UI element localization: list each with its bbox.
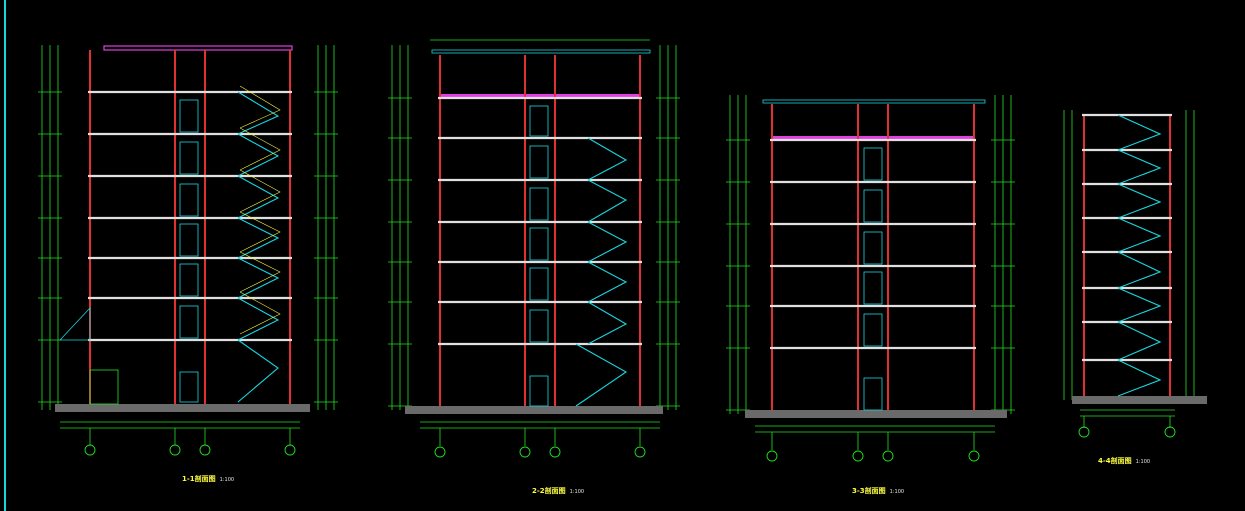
section-4-4-drawing (1063, 110, 1207, 438)
section-scale: 1:100 (1135, 459, 1151, 465)
section-scale: 1:100 (889, 489, 905, 495)
section-title: 3-3剖面图 (852, 487, 886, 495)
section-2-2-drawing (388, 39, 680, 458)
section-title: 1-1剖面图 (182, 475, 216, 483)
section-scale: 1:100 (219, 477, 235, 483)
section-1-1-drawing (38, 45, 338, 456)
section-3-3-drawing (726, 95, 1015, 462)
section-scale: 1:100 (569, 489, 585, 495)
section-title: 2-2剖面图 (532, 487, 566, 495)
section-title: 4-4剖面图 (1098, 457, 1132, 465)
